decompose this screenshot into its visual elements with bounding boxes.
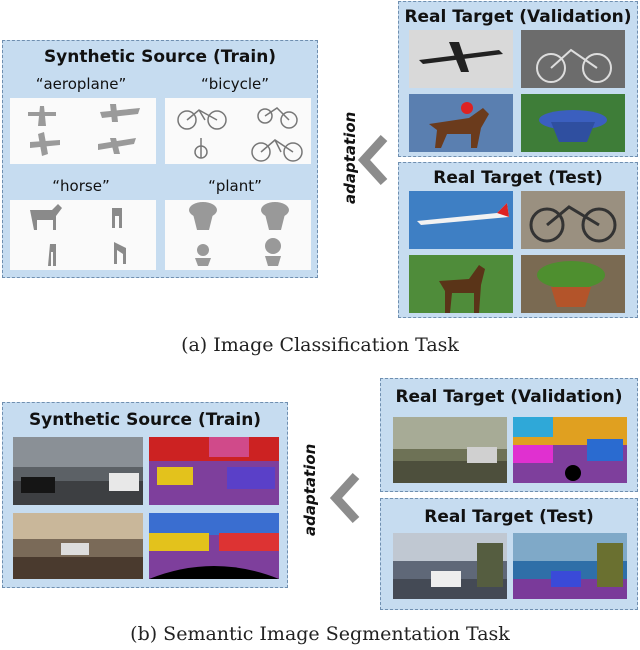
validation-aeroplane-photo — [409, 30, 513, 88]
segmentation-adaptation-arrow-icon — [330, 472, 360, 524]
synthetic-street-photo-1 — [13, 437, 143, 505]
classification-adaptation-label: adaptation — [341, 111, 359, 204]
category-bicycle-label: “bicycle” — [201, 75, 269, 93]
segmentation-source-panel: Synthetic Source (Train) — [2, 402, 288, 588]
segmentation-adaptation-label: adaptation — [301, 443, 319, 536]
category-horse-label: “horse” — [52, 177, 110, 195]
synthetic-street-segmentation-1 — [149, 437, 279, 505]
synthetic-street-photo-2 — [13, 513, 143, 579]
validation-horse-photo — [409, 94, 513, 152]
synthetic-bicycle-image — [165, 98, 311, 164]
test-horse-photo — [409, 255, 513, 313]
synthetic-horse-image — [10, 200, 156, 270]
category-plant-label: “plant” — [208, 177, 262, 195]
classification-test-title: Real Target (Test) — [433, 168, 603, 188]
classification-adaptation-arrow-icon — [358, 134, 388, 186]
classification-source-title: Synthetic Source (Train) — [43, 47, 277, 67]
classification-source-panel: Synthetic Source (Train) “aeroplane” “bi… — [2, 40, 318, 278]
classification-validation-title: Real Target (Validation) — [404, 7, 632, 27]
test-aeroplane-photo — [409, 191, 513, 249]
validation-bicycle-photo — [521, 30, 625, 88]
classification-validation-panel: Real Target (Validation) — [398, 1, 638, 157]
category-aeroplane-label: “aeroplane” — [35, 75, 127, 93]
segmentation-validation-title: Real Target (Validation) — [395, 387, 623, 407]
real-test-street-photo — [393, 533, 507, 599]
segmentation-test-panel: Real Target (Test) — [380, 498, 638, 610]
segmentation-validation-panel: Real Target (Validation) — [380, 378, 638, 492]
real-test-street-segmentation — [513, 533, 627, 599]
validation-plant-photo — [521, 94, 625, 152]
segmentation-caption: (b) Semantic Image Segmentation Task — [130, 623, 510, 645]
segmentation-test-title: Real Target (Test) — [424, 507, 594, 527]
synthetic-street-segmentation-2 — [149, 513, 279, 579]
synthetic-plant-image — [165, 200, 311, 270]
synthetic-aeroplane-image — [10, 98, 156, 164]
segmentation-source-title: Synthetic Source (Train) — [28, 410, 262, 430]
test-bicycle-photo — [521, 191, 625, 249]
real-validation-street-photo — [393, 417, 507, 483]
real-validation-street-segmentation — [513, 417, 627, 483]
classification-test-panel: Real Target (Test) — [398, 162, 638, 318]
classification-caption: (a) Image Classification Task — [181, 334, 459, 356]
test-plant-photo — [521, 255, 625, 313]
